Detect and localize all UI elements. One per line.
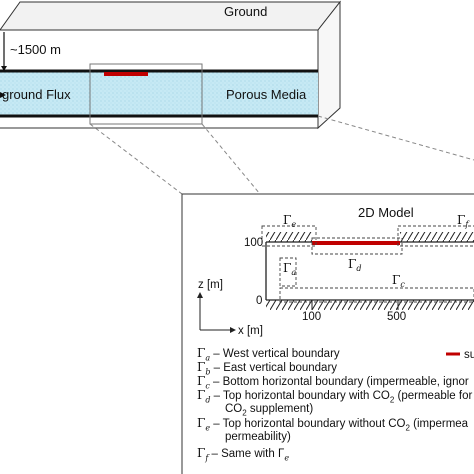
legend-gamma-f: Γf – Same with Γe [197,446,290,463]
hatch-top-left [266,232,312,242]
x-tick-100: 100 [302,311,321,323]
legend-gamma-b: Γb – East vertical boundary [197,360,338,377]
depth-label: ~1500 m [10,42,61,57]
zoom-region-box [89,63,203,125]
legend-gamma-e: Γe – Top horizontal boundary without CO2… [197,416,469,433]
flux-label: ground Flux [2,87,71,102]
z-axis-label: z [m] [198,279,223,291]
region-gamma-e [261,225,317,247]
depth-arrow-head [1,66,7,71]
block-top-face [0,1,342,31]
legend-gamma-d: Γd – Top horizontal boundary with CO2 (p… [197,388,473,405]
z-axis-arrow-head [197,292,203,298]
region-gamma-a [279,257,297,287]
geological-block: Ground ~1500 m ground Flux Porous Media [0,0,342,130]
legend-gamma-d-cont: CO2 supplement) [225,403,314,418]
legend-gamma-a: Γa – West vertical boundary [197,346,340,363]
z-tick-0: 0 [256,295,262,307]
z-tick-100: 100 [244,237,263,249]
legend-gamma-e-cont: permeability) [225,431,291,443]
model-title: 2D Model [358,205,414,220]
model-panel: 2D Model Γe Γf Γd Γa Γc 100 0 100 5 [181,193,474,474]
legend-gamma-c: Γc – Bottom horizontal boundary (imperme… [197,374,469,391]
co2-injection-zone [104,72,148,76]
x-tick-500: 500 [387,311,406,323]
region-gamma-c [279,287,474,303]
hatch-top-right [400,232,474,242]
hatch-bottom [266,300,474,310]
region-gamma-f [397,225,474,247]
porous-media-label: Porous Media [226,87,307,102]
x-axis-label: x [m] [238,325,263,337]
zoom-guides [89,115,474,195]
porous-media-layer [0,71,318,116]
x-axis-arrow-head [230,327,236,333]
supplement-legend-label: su [464,349,474,361]
ground-label: Ground [224,4,267,19]
flux-arrow-head [0,92,6,98]
